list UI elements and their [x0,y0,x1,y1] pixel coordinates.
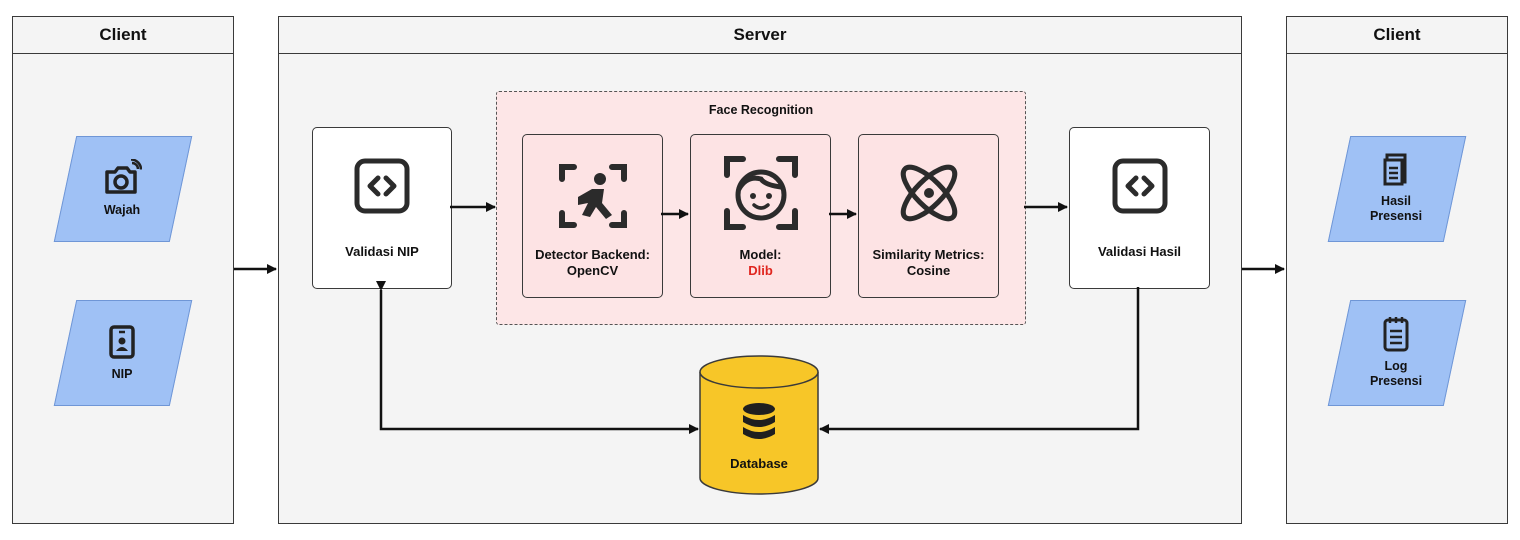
output-hasil-line1: Hasil [1381,194,1411,208]
output-log-presensi: Log Presensi [1339,300,1453,404]
database-label: Database [730,456,788,471]
validasi-hasil-card: Validasi Hasil [1069,127,1210,289]
code-icon [354,158,410,214]
detector-backend-title: Detector Backend: [535,247,650,262]
output-hasil-presensi: Hasil Presensi [1339,136,1453,240]
server-panel-title: Server [279,17,1241,54]
input-wajah: Wajah [65,136,179,240]
validasi-nip-card: Validasi NIP [312,127,452,289]
notepad-icon [1383,317,1409,352]
atom-icon [900,164,957,222]
model-value: Dlib [748,263,773,278]
input-nip-label: NIP [111,366,133,381]
model-card: Model: Dlib [690,134,831,298]
detector-backend-card: Detector Backend: OpenCV [522,134,663,298]
similarity-metrics-card: Similarity Metrics: Cosine [858,134,999,298]
output-hasil-line2: Presensi [1369,209,1423,223]
face-scan-person-icon [558,164,627,228]
similarity-metrics-label: Similarity Metrics: Cosine [873,247,985,279]
face-frame-icon [723,156,798,230]
similarity-metrics-value: Cosine [906,263,951,278]
model-label: Model: Dlib [740,247,782,279]
face-recognition-title: Face Recognition [708,103,814,117]
code-icon [1112,158,1167,214]
client-panel-right-title: Client [1287,17,1507,54]
output-log-line1: Log [1384,359,1408,373]
camera-icon [105,158,142,194]
database-stack-icon [743,403,775,439]
detector-backend-label: Detector Backend: OpenCV [535,247,650,279]
id-badge-icon [109,324,135,359]
documents-icon [1383,153,1407,186]
input-wajah-label: Wajah [103,202,141,217]
validasi-nip-label: Validasi NIP [345,244,419,259]
validasi-hasil-label: Validasi Hasil [1097,244,1182,259]
model-title: Model: [739,247,782,262]
input-nip: NIP [65,300,179,404]
client-panel-left-title: Client [13,17,233,54]
client-panel-right: Client [1286,16,1508,524]
output-log-line2: Presensi [1369,374,1423,388]
client-panel-left: Client [12,16,234,524]
similarity-metrics-title: Similarity Metrics: [872,247,985,262]
detector-backend-value: OpenCV [566,263,619,278]
